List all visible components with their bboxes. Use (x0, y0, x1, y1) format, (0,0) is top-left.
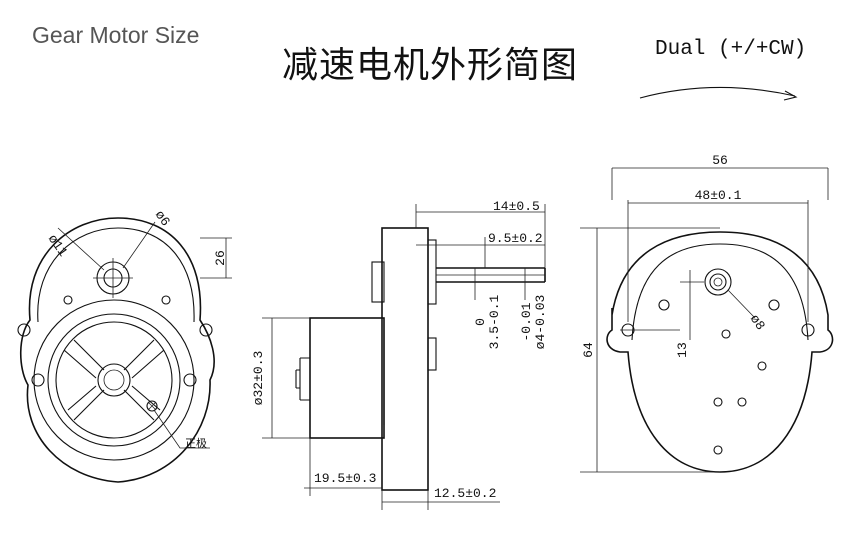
main-title: 减速电机外形简图 (282, 45, 579, 86)
dim-shaft-dia: ø6 (152, 208, 173, 229)
dim-shaft-offset: 13 (675, 342, 690, 358)
dim-boss-diameter: ø8 (747, 312, 768, 333)
rotation-arrow-head (783, 90, 798, 101)
dim-motor-length: 19.5±0.3 (314, 471, 376, 486)
front-view (17, 217, 232, 483)
dim-shaft-size: ø4-0.03 (533, 295, 548, 350)
back-view (580, 167, 834, 473)
dim-flat-tol: 0 (473, 318, 488, 326)
dim-shaft-length-flat: 9.5±0.2 (488, 231, 543, 246)
dim-gearbox-depth: 12.5±0.2 (434, 486, 496, 501)
dim-shaft-tol: -0.01 (519, 302, 534, 341)
rotation-arrow (639, 86, 796, 99)
side-view (262, 204, 546, 510)
dim-overall-width: 56 (712, 153, 728, 168)
positive-terminal-label: 正极 (185, 436, 207, 450)
direction-label: Dual (+/+CW) (655, 38, 807, 61)
dim-motor-diameter: ø32±0.3 (251, 351, 266, 406)
dim-height-to-shaft: 26 (213, 250, 228, 266)
dim-hole-spacing: 48±0.1 (695, 188, 742, 203)
dim-overall-height: 64 (581, 342, 596, 358)
dim-flat-size: 3.5-0.1 (487, 294, 502, 349)
dim-shaft-length-total: 14±0.5 (493, 199, 540, 214)
header-title: Gear Motor Size (32, 22, 200, 48)
